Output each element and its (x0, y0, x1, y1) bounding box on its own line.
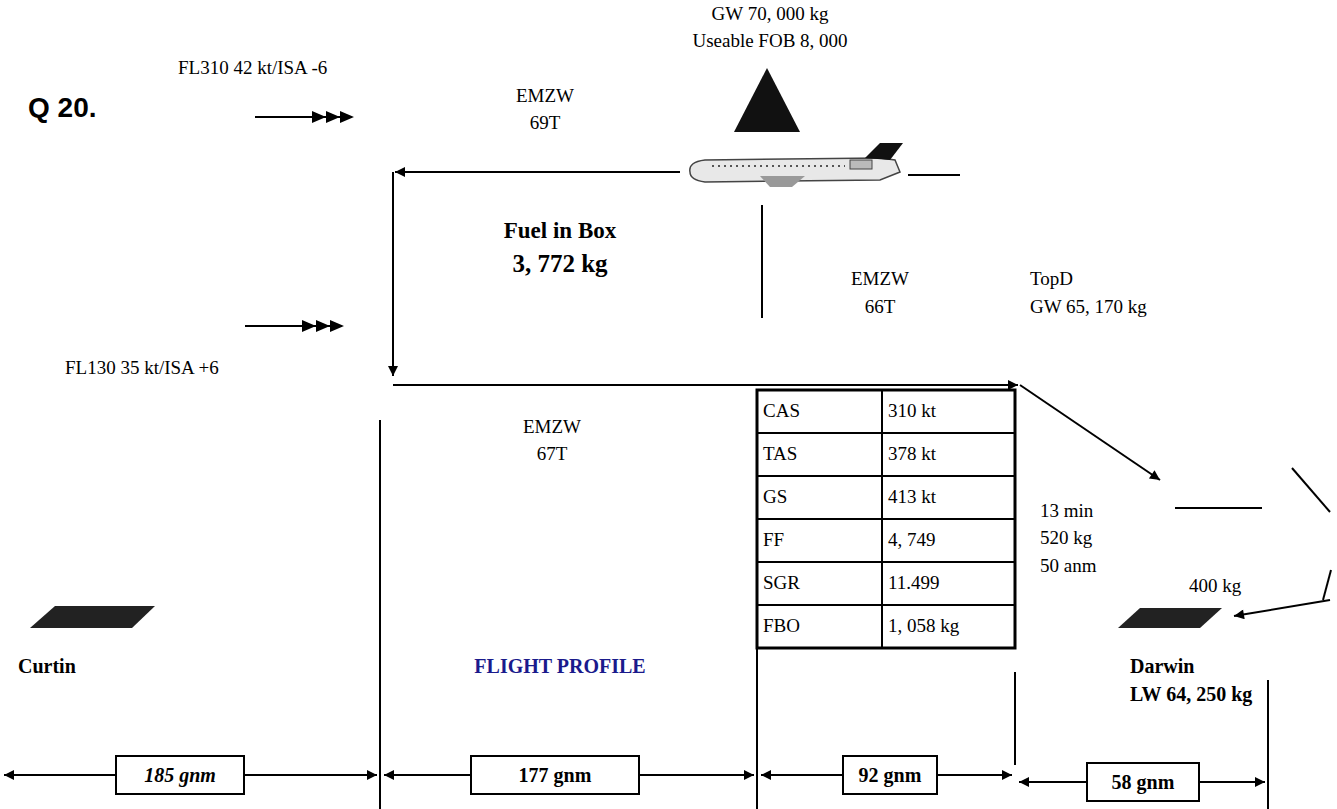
wind-arrow (255, 111, 354, 123)
cruise-arrow (393, 384, 1018, 386)
runway-symbol (1118, 608, 1222, 628)
emzw-label: EMZW (516, 85, 574, 107)
approach-line (1323, 570, 1331, 600)
table-grid (757, 390, 1015, 648)
table-cell: 413 kt (888, 486, 936, 508)
descent-time: 13 min (1040, 500, 1093, 522)
descent-arrow (1020, 385, 1160, 480)
aircraft-illustration (690, 143, 903, 187)
distance-box: 177 gnm (470, 755, 640, 795)
fuel-note: Useable FOB 8, 000 (692, 30, 847, 52)
runway-symbol (30, 606, 155, 628)
table-cell: FBO (763, 615, 800, 637)
segment-divider (756, 648, 758, 809)
table-cell: SGR (763, 572, 800, 594)
emzw-value: 67T (537, 443, 568, 465)
weight-note: GW 70, 000 kg (712, 3, 829, 25)
approach-fuel: 400 kg (1189, 575, 1241, 597)
level-mark (908, 174, 960, 176)
table-cell: 11.499 (888, 572, 940, 594)
emzw-label: EMZW (523, 416, 581, 438)
distance-box: 92 gnm (842, 755, 938, 795)
descent-fuel: 520 kg (1040, 527, 1092, 549)
diagram-caption: FLIGHT PROFILE (474, 655, 645, 678)
fuel-box-heading: Fuel in Box (504, 218, 616, 244)
table-cell: TAS (763, 443, 797, 465)
triangle-symbol (734, 68, 800, 132)
flight-level: FL130 35 kt/ISA +6 (65, 357, 219, 379)
descent-distance: 50 anm (1040, 555, 1096, 577)
table-cell: 4, 749 (888, 529, 936, 551)
weight-note: GW 65, 170 kg (1030, 296, 1147, 318)
airport-name: Curtin (18, 655, 76, 678)
emzw-value: 69T (530, 112, 561, 134)
table-cell: CAS (763, 400, 800, 422)
landing-weight: LW 64, 250 kg (1130, 683, 1252, 706)
distance-box: 58 gnm (1086, 762, 1200, 802)
table-cell: 310 kt (888, 400, 936, 422)
segment-divider (1267, 680, 1269, 809)
distance-value: 177 gnm (519, 764, 592, 787)
distance-value: 92 gnm (859, 764, 922, 787)
table-cell: GS (763, 486, 787, 508)
cruise-arrow (395, 171, 680, 173)
step-down-arrow (392, 172, 394, 376)
distance-value: 58 gnm (1112, 771, 1175, 794)
wind-arrow (245, 320, 344, 332)
top-of-descent: TopD (1030, 268, 1073, 290)
approach-arrow (1234, 600, 1330, 616)
fuel-box-value: 3, 772 kg (512, 250, 607, 279)
distance-value: 185 gnm (144, 764, 216, 787)
emzw-value: 66T (865, 296, 896, 318)
segment-divider (761, 205, 763, 318)
approach-line (1292, 468, 1330, 512)
question-number: Q 20. (28, 92, 96, 124)
holding-level (1175, 507, 1262, 509)
emzw-label: EMZW (851, 268, 909, 290)
airport-name: Darwin (1130, 655, 1194, 678)
table-cell: FF (763, 529, 784, 551)
table-cell: 1, 058 kg (888, 615, 959, 637)
table-cell: 378 kt (888, 443, 936, 465)
segment-divider (1014, 672, 1016, 765)
distance-box: 185 gnm (115, 755, 245, 795)
segment-divider (379, 420, 381, 809)
flight-level: FL310 42 kt/ISA -6 (178, 57, 327, 79)
